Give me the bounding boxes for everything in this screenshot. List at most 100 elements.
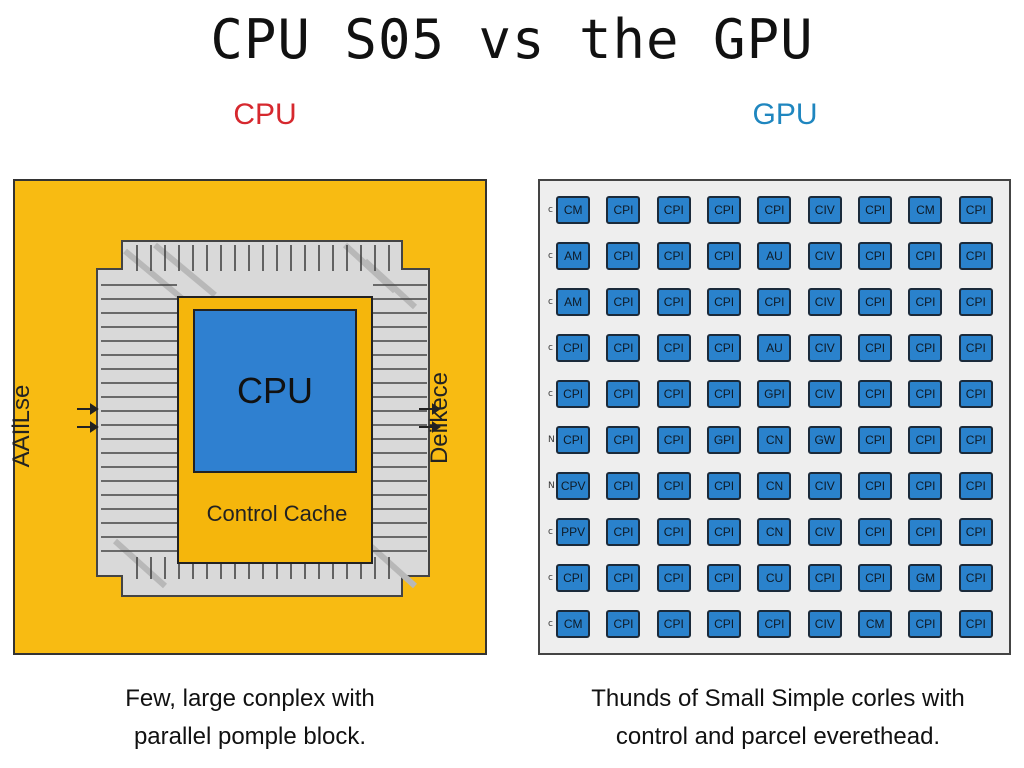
gpu-core: CPI [556, 334, 591, 362]
cpu-die: CPU Control Cache [177, 296, 373, 564]
gpu-core-cell: CPI [649, 555, 699, 601]
page-title: CPU S05 vs the GPU [210, 8, 814, 71]
gpu-core: CU [757, 564, 792, 592]
gpu-core: CPI [656, 196, 691, 224]
gpu-core-cell: CPI [951, 233, 1001, 279]
gpu-core-cell: CIV [800, 325, 850, 371]
gpu-core-cell: CPI [850, 371, 900, 417]
gpu-core: CPI [908, 472, 943, 500]
gpu-core: CPI [858, 242, 893, 270]
gpu-core: CPI [606, 288, 641, 316]
gpu-core-cell: CPI [598, 371, 648, 417]
gpu-core-cell: CPI [598, 417, 648, 463]
gpu-core: GM [908, 564, 943, 592]
gpu-core-cell: CIV [800, 279, 850, 325]
gpu-core-cell: CPI [749, 279, 799, 325]
gpu-core-cell: CPI [699, 325, 749, 371]
gpu-core: CIV [807, 518, 842, 546]
gpu-core: GW [807, 426, 842, 454]
gpu-core: CPI [656, 564, 691, 592]
gpu-core: CPI [858, 564, 893, 592]
cpu-caption-line-1: Few, large conplex with [125, 685, 375, 712]
gpu-core-cell: CPI [850, 555, 900, 601]
gpu-core-cell: CN [749, 417, 799, 463]
gpu-core: CPI [908, 380, 943, 408]
gpu-caption-line-1: Thunds of Small Simple corles with [591, 685, 965, 712]
gpu-core: CPI [757, 610, 792, 638]
gpu-core-cell: CPI [951, 601, 1001, 647]
gpu-core-cell: CPI [598, 233, 648, 279]
gpu-core-cell: CPI [598, 279, 648, 325]
gpu-core: CPI [958, 518, 993, 546]
gpu-core-cell: CIV [800, 463, 850, 509]
gpu-core: CPI [958, 610, 993, 638]
gpu-core: CPI [656, 426, 691, 454]
gpu-core-cell: GPI [749, 371, 799, 417]
gpu-core-cell: CPI [649, 463, 699, 509]
gpu-core: CPI [606, 242, 641, 270]
gpu-core: CPI [858, 426, 893, 454]
gpu-row-pin-label: N [548, 481, 555, 491]
gpu-core: CPI [958, 472, 993, 500]
gpu-core: CPI [707, 610, 742, 638]
gpu-core-cell: CPI [800, 555, 850, 601]
gpu-core-cell: CPI [951, 417, 1001, 463]
gpu-core-cell: CPI [649, 187, 699, 233]
gpu-core: CPI [707, 518, 742, 546]
gpu-core-cell: CPI [850, 509, 900, 555]
gpu-core: CIV [807, 380, 842, 408]
gpu-core: CN [757, 472, 792, 500]
gpu-core-cell: CPI [649, 325, 699, 371]
gpu-core: CPI [707, 196, 742, 224]
gpu-row-pin-label: c [548, 343, 553, 353]
gpu-core: CPI [908, 334, 943, 362]
gpu-core: CIV [807, 288, 842, 316]
gpu-core-cell: CPI [900, 325, 950, 371]
cpu-core-label: CPU [236, 370, 313, 411]
gpu-core: CPI [908, 518, 943, 546]
gpu-core-cell: CPI [951, 279, 1001, 325]
gpu-core: CPI [858, 518, 893, 546]
gpu-core: AM [556, 288, 591, 316]
gpu-core: CIV [807, 196, 842, 224]
gpu-core-cell: CPI [598, 509, 648, 555]
gpu-core-cell: CPI [951, 463, 1001, 509]
gpu-core-cell: CM [900, 187, 950, 233]
gpu-core-cell: CPI [649, 279, 699, 325]
gpu-core-cell: CPI [699, 509, 749, 555]
gpu-core-cell: CPI [598, 555, 648, 601]
cpu-caption: Few, large conplex with parallel pomple … [40, 680, 460, 756]
gpu-core-cell: CPI [649, 509, 699, 555]
gpu-core-cell: CPI [598, 187, 648, 233]
gpu-core-cell: CPI [850, 417, 900, 463]
gpu-row-pin-label: c [548, 389, 553, 399]
gpu-core: CPI [858, 380, 893, 408]
gpu-core: CM [556, 610, 591, 638]
gpu-core-cell: CPI [699, 233, 749, 279]
gpu-core-cell: CPI [649, 417, 699, 463]
gpu-core: CPI [707, 334, 742, 362]
gpu-core-cell: CPI [951, 187, 1001, 233]
gpu-core-cell: CPI [900, 279, 950, 325]
gpu-core-cell: CU [749, 555, 799, 601]
gpu-core-cell: CPI [951, 325, 1001, 371]
gpu-core: PPV [556, 518, 591, 546]
gpu-core: CPI [606, 564, 641, 592]
gpu-core-cell: CPI [699, 279, 749, 325]
gpu-core-cell: CIV [800, 233, 850, 279]
gpu-core: CPI [656, 472, 691, 500]
gpu-core: CPI [858, 196, 893, 224]
gpu-core-cell: CPI [598, 601, 648, 647]
gpu-core: CPI [908, 288, 943, 316]
gpu-core-cell: CPI [850, 233, 900, 279]
gpu-row-pin-label: c [548, 527, 553, 537]
gpu-core: CN [757, 426, 792, 454]
gpu-core: CPI [707, 242, 742, 270]
gpu-core: CPI [556, 426, 591, 454]
gpu-core-cell: GM [900, 555, 950, 601]
gpu-core: CPI [606, 426, 641, 454]
